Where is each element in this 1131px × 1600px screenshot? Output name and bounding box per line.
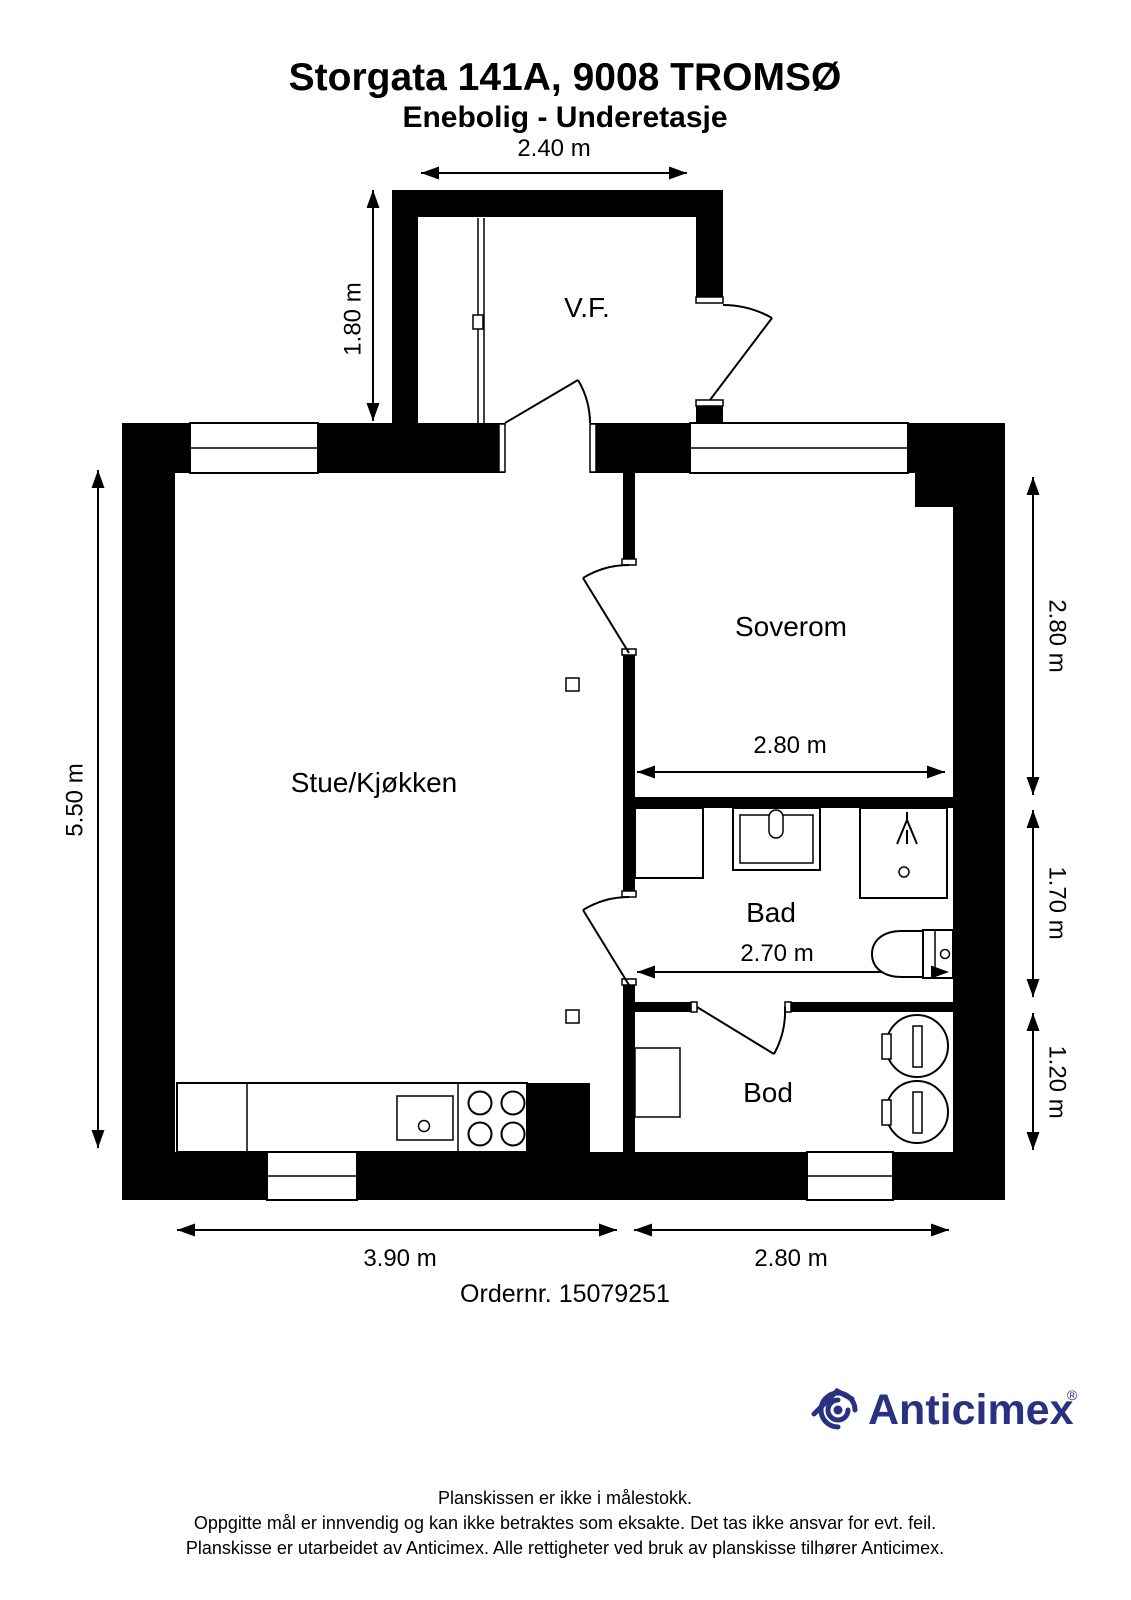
dim-label-bad-width: 2.70 m: [740, 940, 813, 967]
window-stue-top: [189, 422, 319, 474]
kitchen-counter: [176, 1082, 528, 1153]
outlet-icon: [565, 1009, 580, 1024]
order-number: Ordernr. 15079251: [460, 1280, 670, 1308]
dim-label-bod-height: 1.20 m: [1044, 1045, 1071, 1118]
soverom-height-dimension: [1026, 477, 1040, 795]
dim-label-vf-height: 1.80 m: [340, 282, 367, 355]
entry-door: [709, 304, 773, 401]
footer-line-2: Oppgitte mål er innvendig og kan ikke be…: [194, 1513, 936, 1533]
dim-label-vf-width: 2.40 m: [517, 135, 590, 162]
doors: [504, 304, 787, 1055]
outlet-icon: [565, 677, 580, 692]
stove-icon: [467, 1090, 526, 1147]
house-height-dimension: [91, 470, 105, 1148]
kitchen-sink-icon: [396, 1095, 454, 1141]
footer-line-1: Planskissen er ikke i målestokk.: [438, 1488, 692, 1508]
bad-width-arrowhead-right: [931, 965, 949, 979]
window-stue-bottom: [266, 1151, 358, 1201]
stue-width-dimension: [177, 1223, 617, 1237]
bod-fixtures: [634, 1014, 949, 1144]
bod-height-dimension: [1026, 1013, 1040, 1150]
vf-width-dimension: [421, 166, 687, 180]
shower-icon: [859, 807, 948, 899]
room-label-soverom: Soverom: [735, 611, 847, 642]
dim-label-bad-height: 1.70 m: [1044, 866, 1071, 939]
window-soverom-top: [689, 422, 909, 474]
toilet-icon: [870, 929, 954, 979]
dimension-arrows: [91, 166, 1040, 1237]
room-label-stue: Stue/Kjøkken: [291, 767, 458, 798]
dim-label-soverom-height: 2.80 m: [1044, 599, 1071, 672]
dim-label-soverom-width: 2.80 m: [753, 732, 826, 759]
anticimex-logo: Anticimex ®: [811, 1386, 1078, 1434]
registered-mark: ®: [1067, 1387, 1078, 1403]
soverom-width-dimension: [637, 765, 945, 779]
water-heater-icon: [881, 1080, 949, 1144]
anticimex-wordmark: Anticimex: [868, 1386, 1074, 1434]
vf-to-stue-door: [504, 379, 591, 424]
cabinet-icon: [634, 1047, 681, 1118]
page-subtitle: Enebolig - Underetasje: [402, 101, 727, 134]
water-heater-icon: [881, 1014, 949, 1078]
footer-disclaimer: Planskissen er ikke i målestokk. Oppgitt…: [186, 1488, 944, 1558]
dim-label-bottom-right-width: 2.80 m: [754, 1245, 827, 1272]
vf-partition: [472, 218, 485, 423]
anticimex-house-swirl-icon: [811, 1387, 858, 1430]
walls: [122, 190, 1005, 1200]
dim-label-stue-width: 3.90 m: [363, 1245, 436, 1272]
room-label-bod: Bod: [743, 1077, 793, 1108]
room-label-vf: V.F.: [564, 292, 610, 323]
soverom-door: [582, 564, 630, 654]
wall-end-caps: [498, 296, 792, 1013]
footer-line-3: Planskisse er utarbeidet av Anticimex. A…: [186, 1538, 944, 1558]
bad-height-dimension: [1026, 810, 1040, 997]
washer-icon: [634, 807, 704, 879]
bad-fixtures: [634, 807, 954, 979]
bad-door: [582, 896, 630, 986]
window-bod-bottom: [806, 1151, 894, 1201]
sink-vanity-icon: [732, 807, 821, 871]
vf-height-dimension: [366, 190, 380, 421]
bod-door: [696, 1006, 787, 1055]
bottom-right-width-dimension: [634, 1223, 949, 1237]
dim-label-house-height: 5.50 m: [62, 763, 89, 836]
bad-width-arrowhead-left: [637, 965, 655, 979]
page-title: Storgata 141A, 9008 TROMSØ: [289, 56, 842, 99]
room-label-bad: Bad: [746, 897, 796, 928]
